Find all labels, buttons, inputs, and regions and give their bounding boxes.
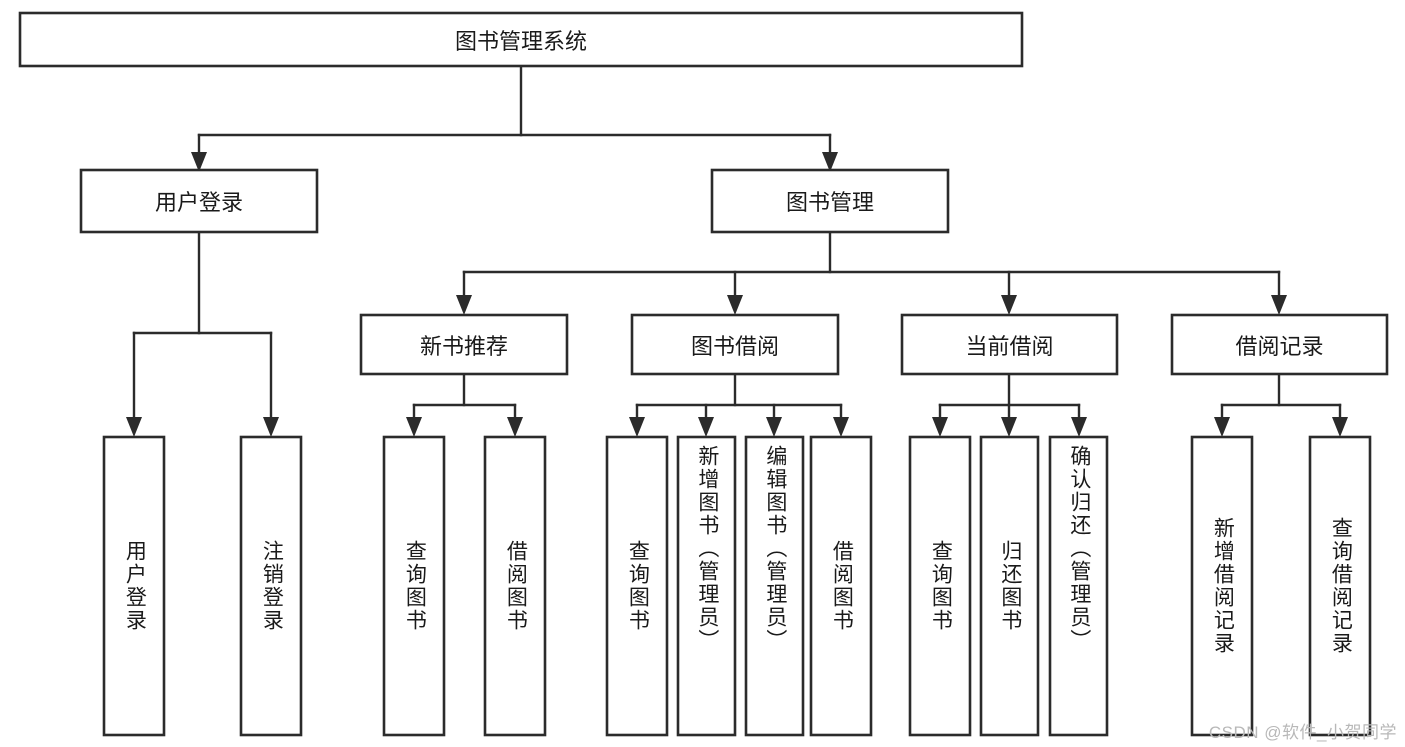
arrowhead-leaf13	[1332, 417, 1348, 437]
node-box-leaf7[interactable]	[744, 435, 805, 737]
arrowhead-leaf6	[698, 417, 714, 437]
arrowhead-leaf4	[507, 417, 523, 437]
node-box-leaf8[interactable]	[809, 435, 873, 737]
node-box-leaf3[interactable]	[382, 435, 446, 737]
node-box-l2a[interactable]	[359, 313, 569, 376]
node-box-leaf5[interactable]	[605, 435, 669, 737]
edge-group-l2a	[406, 372, 523, 437]
arrowhead-l2a	[456, 295, 472, 315]
node-box-leaf12[interactable]	[1190, 435, 1254, 737]
arrowhead-l1b	[822, 152, 838, 172]
arrowhead-leaf12	[1214, 417, 1230, 437]
node-box-l2b[interactable]	[630, 313, 840, 376]
arrowhead-leaf2	[263, 417, 279, 437]
node-box-leaf4[interactable]	[483, 435, 547, 737]
node-box-leaf13[interactable]	[1308, 435, 1372, 737]
node-box-l2c[interactable]	[900, 313, 1119, 376]
node-box-leaf2[interactable]	[239, 435, 303, 737]
arrowhead-leaf11	[1071, 417, 1087, 437]
node-box-leaf10[interactable]	[979, 435, 1040, 737]
arrowhead-leaf3	[406, 417, 422, 437]
node-box-leaf1[interactable]	[102, 435, 166, 737]
arrowhead-leaf9	[932, 417, 948, 437]
node-box-l1b[interactable]	[710, 168, 950, 234]
arrowhead-leaf8	[833, 417, 849, 437]
arrowhead-leaf7	[766, 417, 782, 437]
edge-group-l1a	[126, 230, 279, 437]
node-box-leaf11[interactable]	[1048, 435, 1109, 737]
edge-group-l2b	[629, 372, 849, 437]
arrowhead-leaf1	[126, 417, 142, 437]
node-box-leaf6[interactable]	[676, 435, 737, 737]
node-box-l2d[interactable]	[1170, 313, 1389, 376]
node-box-l1a[interactable]	[79, 168, 319, 234]
edge-group-l2d	[1214, 372, 1348, 437]
node-box-leaf9[interactable]	[908, 435, 972, 737]
edge-group-root	[191, 64, 838, 172]
arrowhead-l1a	[191, 152, 207, 172]
edge-group-l1b	[456, 230, 1287, 315]
arrowhead-leaf10	[1001, 417, 1017, 437]
node-box-root[interactable]	[18, 11, 1024, 68]
arrowhead-l2d	[1271, 295, 1287, 315]
edge-group-l2c	[932, 372, 1087, 437]
arrowhead-l2c	[1001, 295, 1017, 315]
arrowhead-leaf5	[629, 417, 645, 437]
arrowhead-l2b	[727, 295, 743, 315]
